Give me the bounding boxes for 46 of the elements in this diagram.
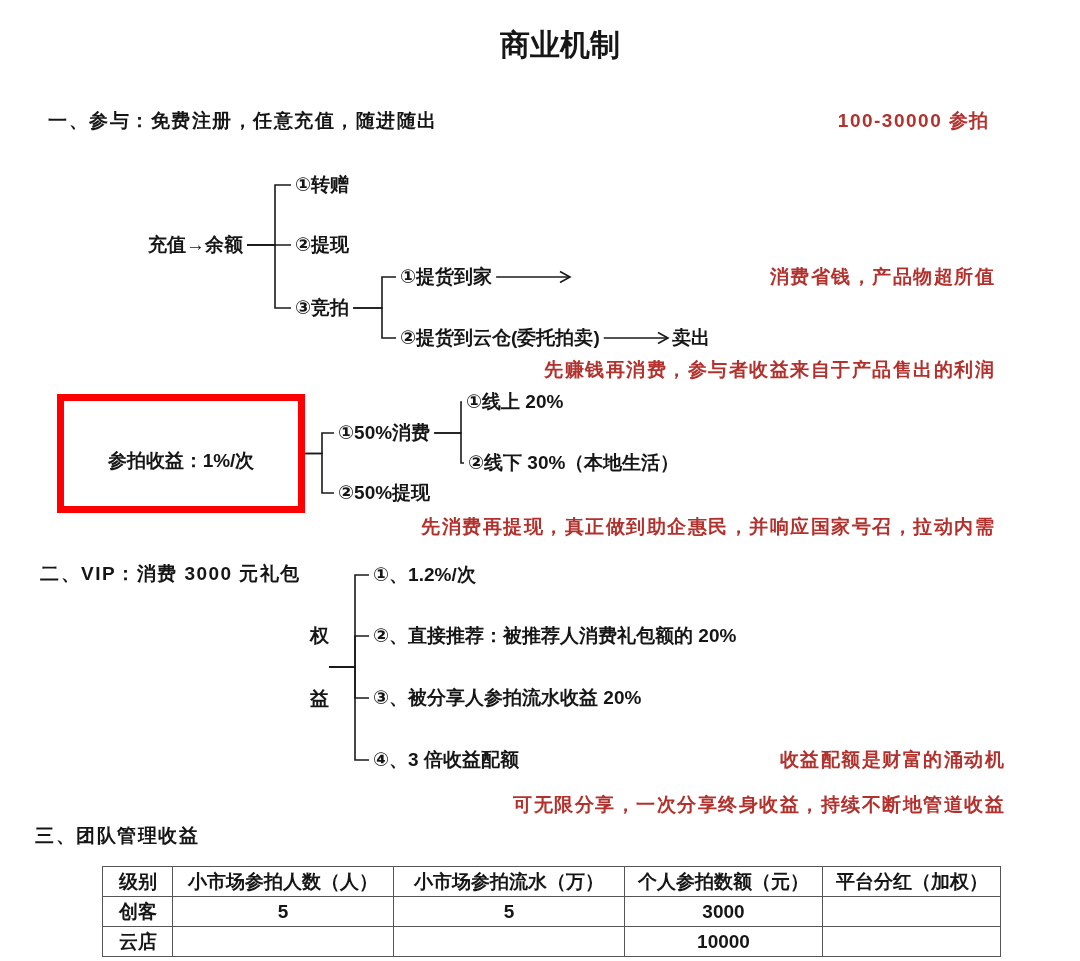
table-cell: 云店 [102,926,173,957]
note-text: 消费省钱，产品物超所值 [769,265,995,289]
column-header: 小市场参拍人数（人） [172,866,394,897]
column-header: 级别 [102,866,173,897]
arrow [602,331,669,345]
tree-label: ②提货到云仓(委托拍卖) [396,325,604,351]
tree-label: ①提货到家 [396,264,497,290]
tree-label: ②提现 [291,232,354,258]
column-header: 平台分红（加权） [822,866,1001,897]
tree-label: ③、被分享人参拍流水收益 20% [369,685,646,711]
arrow [495,270,571,284]
tree-label: ②、直接推荐：被推荐人消费礼包额的 20% [369,623,741,649]
table-cell: 3000 [624,896,823,927]
highlight-box [57,394,305,513]
bracket-line [352,307,397,339]
note-text: 先赚钱再消费，参与者收益来自于产品售出的利润 [544,358,995,382]
table-cell: 10000 [624,926,823,957]
table-cell: 5 [393,896,625,927]
tree-label: ①50%消费 [334,420,435,446]
tree-label: ②50%提现 [334,480,435,506]
vertical-label: 权益 [310,604,329,730]
note-text: 收益配额是财富的涌动机 [779,748,1005,772]
section-heading: 三、团队管理收益 [35,824,199,848]
bracket-line [433,432,465,464]
tree-label: ②线下 30%（本地生活） [464,450,684,476]
section-heading: 二、VIP：消费 3000 元礼包 [40,562,301,586]
tree-label: ①线上 20% [462,389,568,415]
tree-label: 卖出 [668,325,714,351]
tree-label: 充值→余额 [144,232,247,258]
column-header: 小市场参拍流水（万） [393,866,625,897]
bracket-line [328,666,370,761]
section-heading: 一、参与：免费注册，任意充值，随进随出 [48,109,438,133]
box-label: 参拍收益：1%/次 [107,448,255,473]
note-text: 先消费再提现，真正做到助企惠民，并响应国家号召，拉动内需 [421,515,995,539]
page-title: 商业机制 [500,27,620,63]
column-header: 个人参拍数额（元） [624,866,823,897]
tree-label: ④、3 倍收益配额 [369,747,523,773]
table-cell: 创客 [102,896,173,927]
note-text: 100-30000 参拍 [837,109,990,133]
tree-label: ③竞拍 [291,295,354,321]
bracket-line [304,452,335,494]
tree-label: ①、1.2%/次 [369,562,480,588]
table-cell: 5 [172,896,394,927]
note-text: 可无限分享，一次分享终身收益，持续不断地管道收益 [513,793,1005,817]
tree-label: ①转赠 [291,172,354,198]
bracket-line [246,244,292,309]
